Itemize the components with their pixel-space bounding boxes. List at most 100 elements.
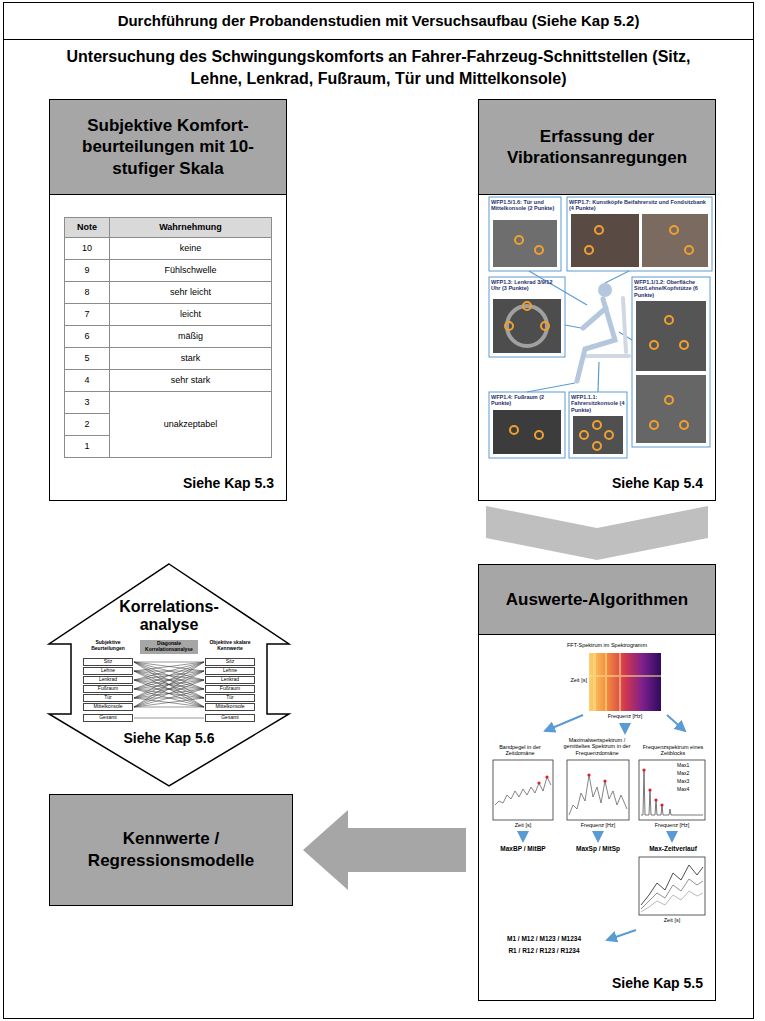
table-cell: 9: [64, 259, 110, 282]
plot-label: MaxSp / MitSp: [559, 845, 637, 852]
mini-diagram-label: Gesamt: [205, 714, 255, 722]
streak: [619, 653, 621, 711]
plot-label: Frequenz [Hz]: [583, 713, 667, 719]
flow-arrow: [522, 831, 524, 841]
measuring-point: [670, 226, 678, 234]
photo: [493, 299, 561, 353]
photo: [636, 375, 706, 443]
plot-label: Max1: [677, 763, 703, 769]
measuring-point: [541, 322, 549, 330]
table-cell: Fühlschwelle: [109, 259, 272, 282]
table-cell: Wahrnehmung: [109, 217, 272, 238]
trace: [641, 865, 703, 905]
correlation-line: [134, 671, 204, 707]
callout-title: WFP1.1.1: Fahrersitzkonsole (4 Punkte): [571, 394, 625, 413]
plot-frame: [567, 760, 629, 820]
streak: [589, 675, 661, 677]
table-cell: Note: [64, 217, 110, 238]
mini-diagram-label: Sitz: [205, 658, 255, 666]
callout-frame: [489, 197, 561, 271]
photo: [636, 301, 706, 371]
mini-diagram-label: Lehne: [205, 667, 255, 675]
table-cell: 5: [64, 347, 110, 370]
mini-diagram-label: Lehne: [83, 667, 133, 675]
body: [577, 299, 615, 381]
plot-label: Frequenz [Hz]: [639, 822, 705, 828]
table-cell: 7: [64, 303, 110, 326]
table-cell: 1: [64, 435, 110, 458]
plot-label: Max3: [677, 779, 703, 785]
mini-diagram-label: Tür: [83, 694, 133, 702]
callout-frame: [569, 392, 627, 458]
streak: [593, 653, 596, 711]
measuring-point: [650, 421, 658, 429]
frame-subtitle: Untersuchung des Schwingungskomforts an …: [49, 46, 708, 89]
leader-line: [605, 271, 629, 283]
measuring-point: [680, 421, 688, 429]
correlation-line: [134, 718, 204, 719]
mini-diagram-label: Subjektive Beurteilungen: [83, 640, 133, 654]
table-cell: unakzeptabel: [109, 391, 272, 458]
panel-header: Auswerte-Algorithmen: [479, 565, 715, 635]
flow-arrow: [545, 715, 583, 731]
correlation-line: [134, 662, 204, 689]
peak-markers: [537, 768, 663, 806]
callout-frames: [489, 197, 712, 458]
plot-label: Maximalwertspektrum / gemitteltes Spektr…: [561, 737, 633, 756]
double-arrow-shape: [49, 564, 289, 786]
measuring-points: [505, 226, 693, 450]
callout-title: WFP1.3: Lenkrad 3/9/12 Uhr (3 Punkte): [491, 279, 563, 292]
mini-diagram-label: Lenkrad: [83, 676, 133, 684]
flow-arrow: [667, 715, 685, 731]
result-box: Kennwerte / Regressionsmodelle: [49, 794, 293, 906]
measuring-point: [685, 246, 693, 254]
leader-line: [565, 325, 581, 328]
table-cell: 10: [64, 237, 110, 260]
measuring-point: [580, 431, 588, 439]
peak-marker: [654, 798, 657, 801]
mini-diagram-label: Objektive skalare Kennwerte: [205, 640, 255, 654]
seated-driver: [577, 283, 629, 381]
panel-header: Subjektive Komfort- beurteilungen mit 10…: [50, 100, 286, 195]
trace: [641, 891, 703, 912]
callout-frame: [489, 392, 565, 458]
plot-label: Frequenzspektrum eines Zeitblocks: [639, 744, 707, 757]
correlation-line: [134, 662, 204, 663]
process-panel: Auswerte-AlgorithmenSiehe Kap 5.5 FFT-Sp…: [478, 564, 716, 1001]
correlation-line: [134, 671, 204, 707]
table-cell: 8: [64, 281, 110, 304]
spectrogram: [589, 653, 661, 711]
panel-header: Erfassung der Vibrationsanregungen: [479, 100, 715, 195]
leader-lines: [527, 271, 632, 392]
mini-diagram-label: Mittelkonsole: [83, 703, 133, 711]
table-cell: 6: [64, 325, 110, 348]
block-arrow: [486, 506, 708, 560]
plot-label: FFT-Spektrum im Spektrogramm: [549, 642, 665, 648]
plot-label: MaxBP / MitBP: [483, 845, 563, 852]
measuring-point: [510, 426, 518, 434]
callout-frame: [632, 277, 710, 447]
correlation-line: [134, 662, 204, 680]
title-bar: Durchführung der Probandenstudien mit Ve…: [4, 3, 753, 40]
panel-title: Subjektive Komfort- beurteilungen mit 10…: [58, 115, 278, 179]
correlation-line: [134, 698, 204, 707]
measuring-point: [665, 396, 673, 404]
correlation-line: [134, 707, 204, 708]
table-cell: 2: [64, 413, 110, 436]
mini-diagram-label: Fußraum: [83, 685, 133, 693]
process-panel: Erfassung der VibrationsanregungenSiehe …: [478, 99, 716, 501]
callout-title: WFP1.1/1.2: Oberfläche Sitz/Lehne/Kopfst…: [634, 279, 708, 298]
plot-label: Zeit [s]: [639, 917, 705, 923]
table-cell: 4: [64, 369, 110, 392]
chapter-reference: Siehe Kap 5.6: [49, 730, 289, 746]
correlation-line: [134, 662, 204, 707]
leader-line: [527, 383, 575, 392]
measuring-point: [593, 421, 601, 429]
callout-title: WFP1.5/1.6: Tür und Mittelkonsole (2 Pun…: [491, 199, 559, 212]
correlation-line: [134, 662, 204, 680]
measuring-point: [593, 442, 601, 450]
plot-frame: [639, 760, 705, 820]
leader-line: [529, 271, 587, 305]
table-cell: sehr leicht: [109, 281, 272, 304]
double-arrow-node: Korrelations- analyseSiehe Kap 5.6Subjek…: [49, 564, 289, 786]
